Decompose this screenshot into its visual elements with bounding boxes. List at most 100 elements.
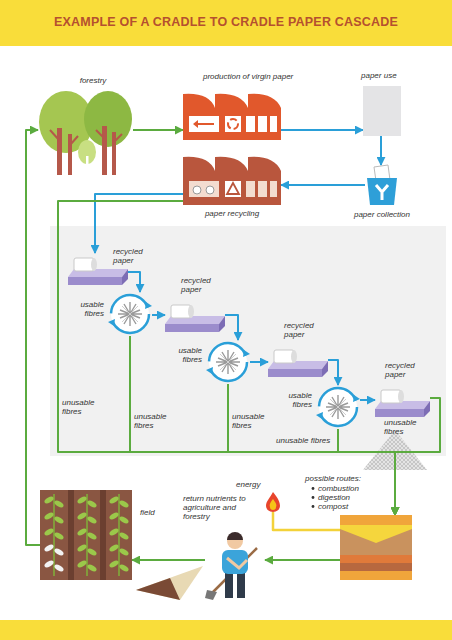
energy-flame-art-detail <box>270 499 277 510</box>
nutrient-spread-shadow <box>136 578 180 600</box>
nutrient-spread <box>136 566 203 600</box>
flow-line <box>328 360 338 385</box>
node-label: recycled paper <box>113 247 153 265</box>
farmer-figure-art-detail <box>227 533 243 549</box>
crop-field-art-detail <box>76 543 87 552</box>
edge-label: unusable fibres <box>62 398 102 416</box>
flow-line <box>152 314 165 316</box>
recycled-paper-stack-art-detail <box>122 269 128 285</box>
crop-field-art-detail <box>86 494 88 576</box>
crop-field-art-detail <box>108 543 119 552</box>
forest-icon-art-detail <box>96 130 122 142</box>
paper-mill-art <box>183 90 281 140</box>
flow-line <box>128 272 140 292</box>
fibre-cycle-art-detail <box>209 343 247 381</box>
node-label: paper use <box>361 71 421 80</box>
farmer-figure-art-detail <box>205 590 217 600</box>
farmer-figure-art-detail <box>227 558 247 568</box>
recycled-paper-stack-art-detail <box>219 316 225 332</box>
crop-field-art-detail <box>53 515 64 524</box>
flow-line <box>133 129 183 131</box>
collection-bin-art-detail <box>376 185 388 200</box>
paper-sheet-art <box>363 86 401 136</box>
node-label: usable fibres <box>270 391 312 409</box>
paper-mill-art-detail <box>196 123 214 125</box>
flow-line <box>380 136 382 165</box>
paper-mill-art-detail <box>183 94 281 140</box>
crop-field-art-detail <box>86 547 97 556</box>
fibre-pile <box>363 430 427 470</box>
forest-icon-art-detail <box>68 134 72 175</box>
recycled-paper-stack-art-detail <box>68 277 122 285</box>
paper-mill-art-detail <box>246 116 255 132</box>
recycled-paper-stack-art-detail <box>188 305 194 318</box>
cascade-backdrop <box>50 226 446 456</box>
crop-field-art-detail <box>108 495 119 504</box>
fibre-cycle-art-detail <box>108 319 115 326</box>
farmer-figure-art-detail <box>211 548 257 594</box>
fibre-cycle-art <box>108 292 152 336</box>
fibre-cycle-art-detail <box>316 412 323 419</box>
flow-line <box>58 201 395 515</box>
crop-field-art-detail <box>76 511 87 520</box>
recycling-mill-art-detail <box>189 181 219 197</box>
crop-field-art-detail <box>86 563 97 572</box>
recycled-paper-stack-art-detail <box>424 401 430 417</box>
recycled-paper-stack: recycled paper <box>165 300 225 332</box>
fibre-cycle: usable fibres <box>206 340 250 384</box>
forest-icon-art <box>38 90 133 175</box>
edge-label: unusable fibres <box>134 412 174 430</box>
crop-field-art-detail <box>118 515 129 524</box>
recycled-paper-stack-art-detail <box>398 390 404 403</box>
flow-line <box>228 384 395 515</box>
forest-icon-art-detail <box>57 128 62 175</box>
crop-field-art-detail <box>40 490 132 580</box>
flow-line <box>265 559 340 561</box>
edge-label: unusable fibres <box>232 412 272 430</box>
crop-field-art-detail <box>53 494 55 576</box>
recycled-paper-stack: recycled paper <box>375 385 430 415</box>
fibre-cycle-art-detail <box>122 306 138 322</box>
node-label: paper recycling <box>183 209 281 218</box>
edge-label: unusable fibres <box>276 436 340 445</box>
recycling-mill-art-detail <box>227 183 239 194</box>
fibre-cycle-art-detail <box>330 399 346 415</box>
recycled-paper-stack-art-detail <box>291 350 297 363</box>
node-label: recycled paper <box>284 321 324 339</box>
node-label: digestion <box>318 493 388 502</box>
paper-sheet: paper use <box>363 86 401 136</box>
node-label: field <box>140 508 180 517</box>
forest-icon-art-detail <box>112 132 116 175</box>
crop-field-art-detail <box>118 563 129 572</box>
node-label: combustion <box>318 484 388 493</box>
recycled-paper-stack-art <box>165 300 225 332</box>
forest-icon-art-detail <box>50 130 78 145</box>
collection-bin-art <box>365 165 399 205</box>
recycling-mill-art-detail <box>270 181 277 197</box>
crop-field-art-detail <box>118 494 120 576</box>
crop-field-art-detail <box>53 547 64 556</box>
node-label: compost <box>318 502 388 511</box>
recycling-mill-art-detail <box>246 181 255 197</box>
farmer-figure-art-detail <box>225 572 233 598</box>
paper-mill-art-detail <box>270 116 277 132</box>
forest-icon-art-detail <box>86 156 89 175</box>
recycled-paper-stack-art <box>375 385 430 415</box>
flow-line <box>360 399 375 401</box>
forest-icon-art-detail <box>84 91 132 147</box>
recycling-mill-art-detail <box>258 181 267 197</box>
crop-field-art-detail <box>43 495 54 504</box>
fibre-cycle-art-detail <box>111 295 149 333</box>
crop-field-art-detail <box>108 511 119 520</box>
recycling-mill-art-detail <box>183 157 281 205</box>
bullet-dot <box>312 505 315 508</box>
farmer-figure-art-detail <box>227 532 243 540</box>
bullet-dot <box>312 487 315 490</box>
fibre-cycle-art-detail <box>220 354 236 370</box>
fibre-cycle-art-detail <box>353 395 360 402</box>
crop-field-art-detail <box>108 527 119 536</box>
crop-field-art-detail <box>118 547 129 556</box>
energy-flame: energy <box>266 492 280 512</box>
crop-field-art-detail <box>76 559 87 568</box>
farmer-figure-art <box>205 528 265 600</box>
